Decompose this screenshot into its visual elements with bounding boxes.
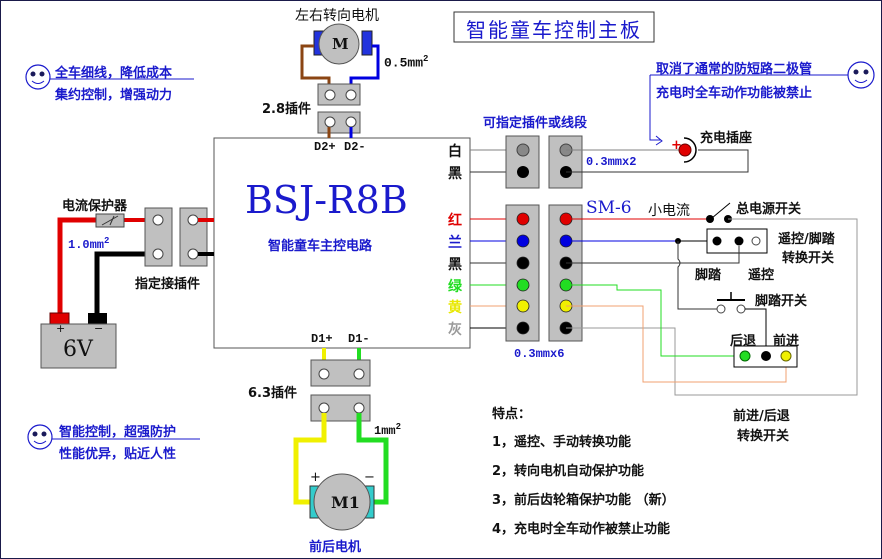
steering-motor-label: 左右转向电机 — [295, 8, 379, 24]
pedal-switch-label: 脚踏开关 — [755, 294, 808, 309]
feature-item: 2，转向电机自动保护功能 — [492, 464, 645, 479]
wire-label-green: 绿 — [448, 279, 462, 295]
wire-label-gray: 灰 — [448, 322, 462, 338]
board-subtitle: 智能童车主控电路 — [268, 239, 373, 254]
protector-label: 电流保护器 — [62, 199, 128, 214]
wire-power-black — [94, 251, 157, 322]
wire-drive-green — [356, 413, 389, 505]
slogan-line: 智能控制，超强防护 — [59, 425, 177, 440]
pin-label-d1-plus: D1+ — [311, 332, 333, 346]
slogan-line: 全车细线，降低成本 — [55, 66, 173, 81]
sm6-pin — [516, 321, 530, 335]
pin — [345, 116, 357, 128]
mode-switch-label: 转换开关 — [782, 251, 835, 266]
connector-2-8-label: 2.8插件 — [262, 102, 312, 117]
slogan-line: 性能优异，贴近人性 — [59, 447, 177, 462]
mode-option-pedal: 脚踏 — [695, 268, 722, 283]
sm6-pin — [516, 299, 530, 313]
drive-motor-plus: + — [310, 470, 321, 485]
direction-option-reverse: 后退 — [730, 334, 757, 349]
board-model: BSJ-R8B — [245, 178, 408, 222]
charge-socket — [678, 143, 692, 157]
connector-sm6-right — [548, 204, 583, 342]
battery-voltage: 6V — [63, 337, 93, 362]
main-board — [213, 137, 471, 349]
drive-motor-label: 前后电机 — [309, 540, 362, 555]
wire-label-yellow: 黄 — [448, 300, 462, 316]
pin-label-d2-minus: D2- — [344, 140, 366, 154]
wire-drive-yellow — [293, 413, 327, 505]
pin — [345, 89, 357, 101]
smiley-icon — [27, 424, 53, 450]
control-wire-size: 0.3mmx6 — [514, 347, 565, 361]
main-switch-label: 总电源开关 — [736, 202, 802, 217]
wire-label-black-2: 黑 — [448, 257, 462, 273]
pin — [324, 116, 336, 128]
title-box — [453, 11, 655, 43]
steering-wire-size: 0.5mm2 — [384, 54, 429, 71]
drive-motor-body — [313, 473, 371, 531]
pin-label-d2-plus: D2+ — [314, 140, 336, 154]
small-current-label: 小电流 — [648, 203, 690, 219]
battery — [40, 323, 117, 369]
sm6-pin — [516, 278, 530, 292]
smiley-icon — [25, 64, 51, 90]
direction-switch-label: 转换开关 — [737, 429, 790, 444]
charge-socket-label: 充电插座 — [700, 131, 753, 146]
battery-minus: − — [94, 322, 104, 335]
steering-motor-symbol: M — [332, 35, 349, 53]
note-line: 充电时全车动作功能被禁止 — [656, 86, 813, 101]
wire-label-blue: 兰 — [448, 235, 462, 251]
page-title: 智能童车控制主板 — [466, 18, 642, 42]
direction-option-forward: 前进 — [773, 334, 800, 349]
mode-option-remote: 遥控 — [748, 268, 775, 283]
pin-label-d1-minus: D1- — [348, 332, 370, 346]
wire-power-red — [57, 217, 96, 322]
power-wire-size: 1.0mm2 — [68, 236, 110, 252]
wire-steering-brown — [300, 44, 331, 92]
slogan-line: 集约控制，增强动力 — [55, 88, 173, 103]
steering-motor-body — [318, 23, 360, 65]
sm6-pin — [516, 212, 530, 226]
note-line: 取消了通常的防短路二极管 — [656, 62, 813, 77]
wire-steering-blue — [349, 44, 380, 92]
steering-motor-cap-right — [361, 30, 373, 56]
drive-motor-minus: − — [364, 470, 375, 485]
power-connector-label: 指定接插件 — [135, 277, 201, 292]
sm6-pin — [516, 256, 530, 270]
charge-socket-plus: + — [671, 138, 682, 153]
feature-item: 1，遥控、手动转换功能 — [492, 435, 632, 450]
sm6-label: SM-6 — [586, 198, 632, 218]
direction-switch-label: 前进/后退 — [733, 409, 790, 424]
wire-label-white: 白 — [448, 144, 462, 160]
charge-connector-label: 可指定插件或线段 — [483, 116, 588, 131]
feature-item: 3，前后齿轮箱保护功能 （新） — [492, 493, 675, 508]
drive-motor-symbol: M1 — [331, 493, 360, 512]
drive-wire-size: 1mm2 — [374, 422, 402, 438]
battery-plus: + — [56, 322, 66, 335]
features-heading: 特点： — [492, 407, 532, 422]
connector-charge-left — [505, 135, 540, 189]
wire-label-red: 红 — [448, 213, 462, 229]
wire-label-black: 黑 — [448, 166, 462, 182]
connector-sm6-left — [505, 204, 540, 342]
connector-6-3-label: 6.3插件 — [248, 386, 298, 401]
smiley-icon — [847, 61, 875, 89]
mode-switch-label: 遥控/脚踏 — [778, 232, 835, 247]
charge-wire-size: 0.3mmx2 — [586, 155, 637, 169]
pin — [324, 89, 336, 101]
feature-item: 4，充电时全车动作被禁止功能 — [492, 522, 671, 537]
sm6-pin — [516, 234, 530, 248]
